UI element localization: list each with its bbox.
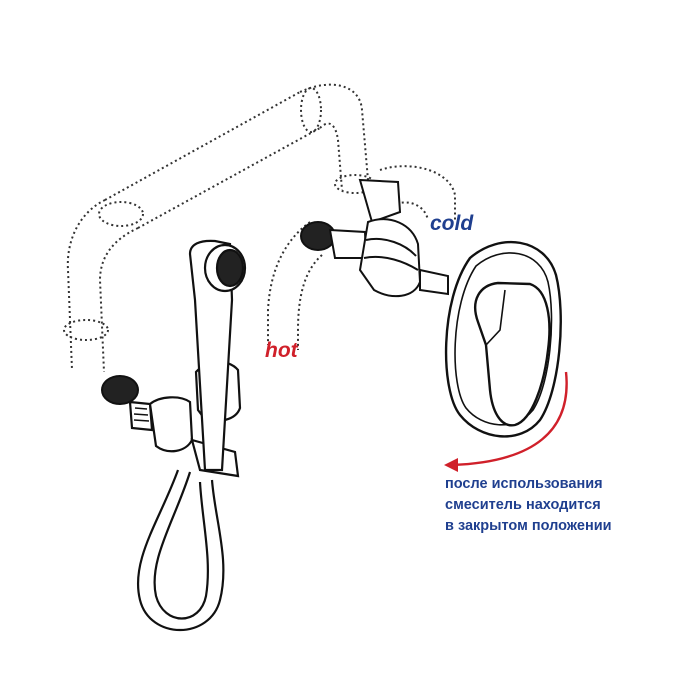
lever-handle[interactable] [474,281,551,427]
angle-valve-body [148,396,194,453]
escutcheon-inner [454,252,553,426]
usage-note: после использования смеситель находится … [445,474,695,537]
hand-shower-nozzle-icon [215,248,245,288]
mixer-body [328,178,449,298]
pipe-cold-feed [379,165,456,220]
pipe-opening-left-icon [101,375,139,405]
hot-label: hot [265,339,298,362]
pipe-hot-feed-inner [297,254,323,350]
rotation-arrow [444,371,568,472]
hand-shower-body[interactable] [188,239,234,472]
mixer-cartridge-rings [363,238,419,271]
pipe-hot-feed-outer [267,221,311,345]
arrow-head-icon [444,458,458,472]
mixer-body-top-pipe [358,178,402,224]
escutcheon-plate [444,240,562,438]
pipe-cold-feed-inner [391,201,429,221]
wall-outlet-thread [128,400,154,432]
bidet-shower-assembly [128,239,247,478]
mixer-spindle [419,268,449,296]
pipe-long-top-edge [104,91,301,201]
usage-note-line-3: в закрытом положении [445,518,612,534]
pipe-vertical-left-outer [66,199,106,371]
pipe-joint-left-top [98,201,144,227]
lever-handle-shadow [477,289,506,347]
mixer-body-side-pipe [328,228,368,259]
pipe-upper-elbow-inner [319,122,343,191]
usage-note-line-2: смеситель находится [445,497,601,513]
hose-inner [153,471,209,620]
usage-note-line-1: после использования [445,476,603,492]
pipe-vertical-left-inner [98,227,139,373]
pipe-long-bottom-edge [137,127,321,229]
flexible-hose [136,469,225,632]
hose-outer [136,469,225,632]
arrow-curve [451,371,568,467]
pipe-joint-top [300,87,322,133]
cold-label: cold [430,212,474,235]
wall-outlet-thread-lines [133,407,150,422]
pipe-joint-left-mid [63,319,109,341]
hidden-pipework [63,83,456,373]
pipe-opening-hot-icon [300,221,336,251]
